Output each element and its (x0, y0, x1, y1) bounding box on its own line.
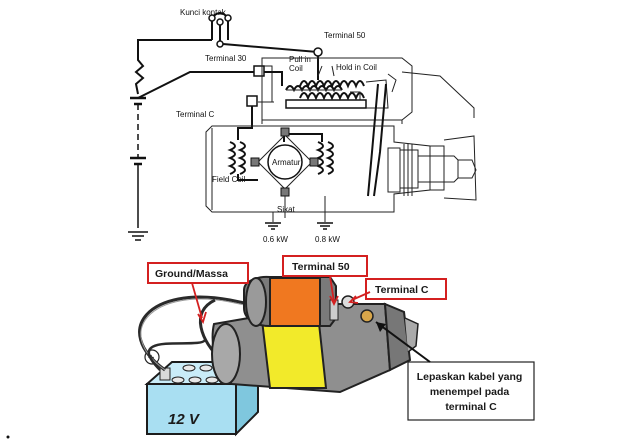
sikat-label: Sikat (277, 205, 296, 214)
field-coil-label: Field Coil (212, 175, 246, 184)
lepaskan-callout-text: Lepaskan kabel yang menempel pada termin… (417, 371, 526, 413)
terminal-c-ring-lug (360, 309, 374, 323)
ground-symbol-left (128, 231, 148, 241)
terminal-50-callout-text: Terminal 50 (292, 261, 350, 273)
starter-illustration: + − 12 V Ground/Mas (6, 255, 535, 439)
motor-housing (205, 125, 477, 213)
key-switch-icon (208, 12, 232, 48)
lepaskan-arrow (375, 321, 431, 363)
hold-in-coil-label: Hold in Coil (336, 63, 377, 72)
terminal-c-post (246, 95, 258, 107)
stray-dot (6, 435, 10, 439)
motor-end-cap (211, 323, 241, 385)
callout-terminal-c: Terminal C (348, 278, 447, 304)
callout-ground: Ground/Massa (147, 262, 249, 325)
starter-schematic: Kunci kontak Terminal 50 Terminal 30 Ter… (128, 8, 477, 244)
terminal-30-label: Terminal 30 (205, 54, 247, 63)
kw-left-label: 0.6 kW (263, 235, 288, 244)
terminal-50-point (313, 47, 323, 57)
terminal-50-schematic-label: Terminal 50 (324, 31, 366, 40)
pull-in-coil (285, 85, 343, 93)
battery-voltage: 12 V (168, 411, 201, 428)
armature-label: Armatur (272, 158, 301, 167)
ground-symbol-mid (265, 212, 281, 230)
callout-terminal-50: Terminal 50 (282, 255, 368, 307)
pull-in-coil-label: Pull in Coil (289, 55, 313, 73)
terminal-c-schematic-label: Terminal C (176, 110, 214, 119)
battery-positive-post (159, 367, 171, 381)
battery-symbol (130, 96, 146, 228)
armature (250, 127, 319, 218)
field-coil-left (227, 132, 258, 181)
kunci-kontak-label: Kunci kontak (180, 8, 227, 17)
kw-right-label: 0.8 kW (315, 235, 340, 244)
terminal-c-callout-text: Terminal C (375, 284, 429, 296)
ground-callout-text: Ground/Massa (155, 268, 228, 280)
solenoid-orange (269, 277, 321, 327)
starter-motor (211, 275, 419, 394)
plunger-lever (285, 73, 397, 197)
ground-symbol-right (317, 196, 333, 230)
callout-lepaskan: Lepaskan kabel yang menempel pada termin… (375, 321, 535, 421)
